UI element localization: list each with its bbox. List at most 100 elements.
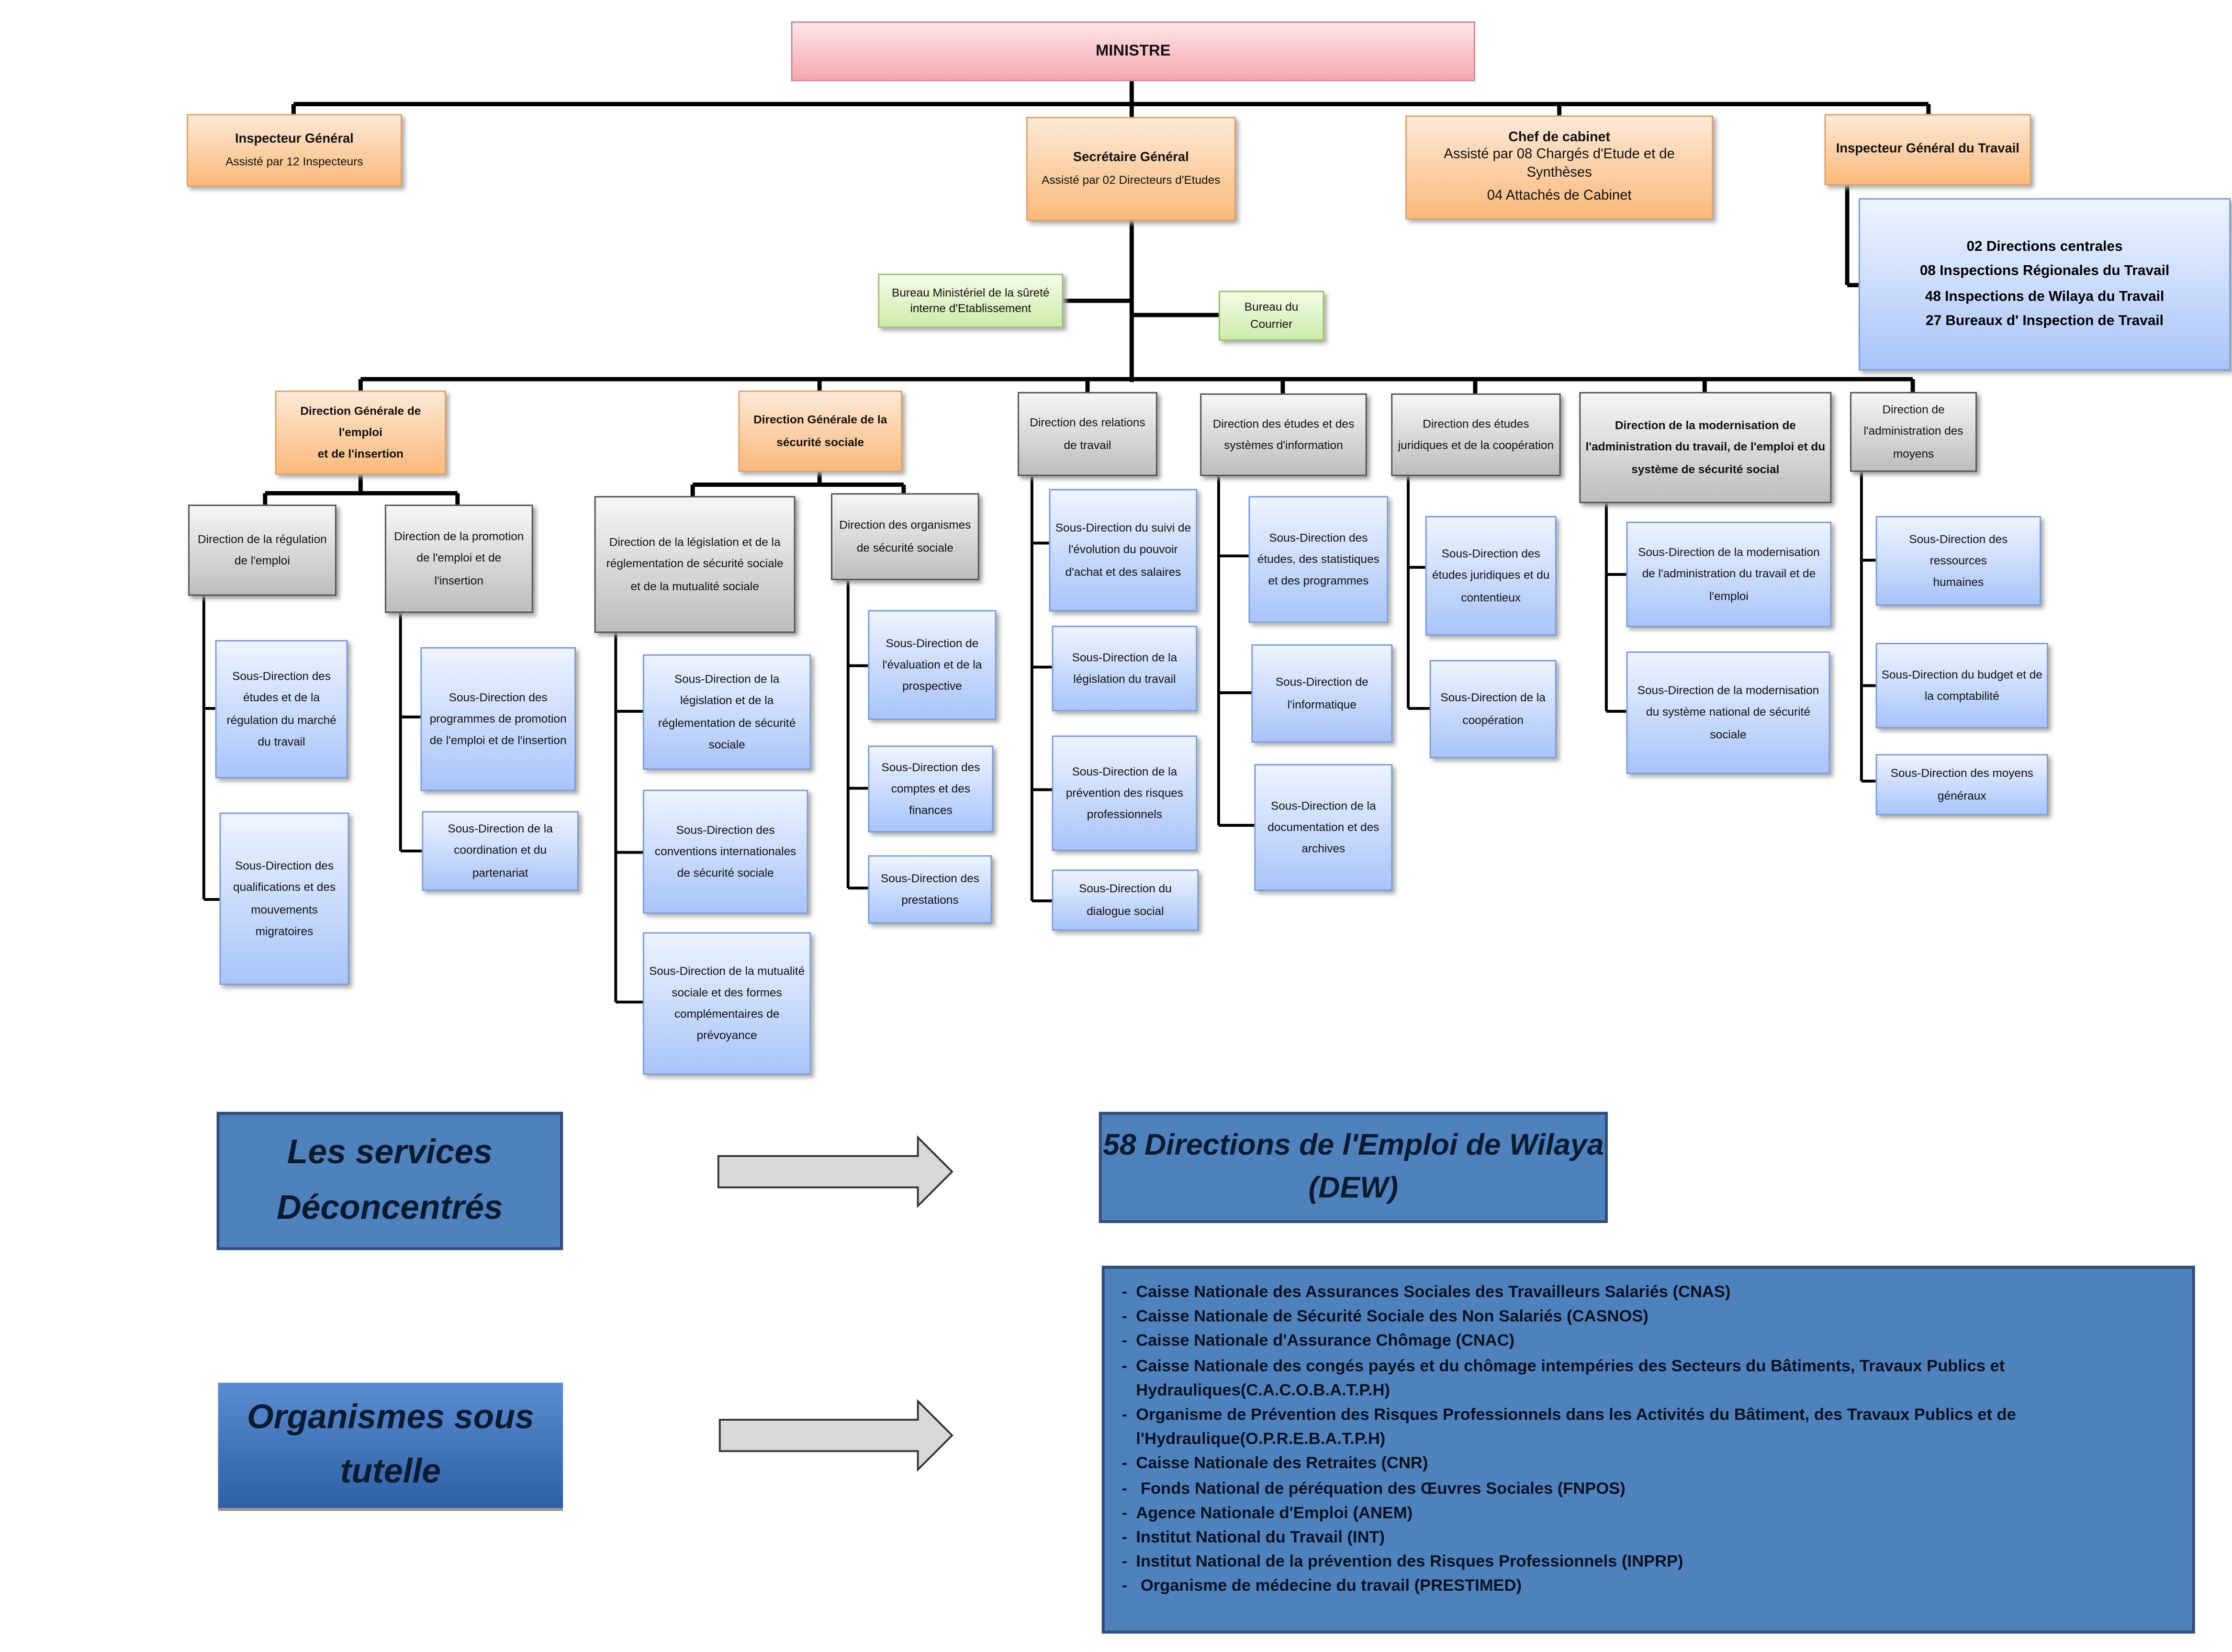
sd-comptes-label: Sous-Direction des comptes et des financ…	[881, 761, 980, 817]
inspecteur-travail-box: Inspecteur Général du Travail	[1824, 114, 2031, 186]
bureau-courrier-label: Bureau du Courrier	[1244, 301, 1299, 330]
bureau-surete-label: Bureau Ministériel de la sûreté interne …	[892, 286, 1050, 315]
secretaire-general-title: Secrétaire Général	[1073, 150, 1189, 165]
d-legislation-box: Direction de la législation et de la rég…	[594, 496, 796, 633]
sd-legislation-travail-label: Sous-Direction de la législation du trav…	[1072, 651, 1178, 686]
list-item: -Caisse Nationale des Assurances Sociale…	[1122, 1280, 2175, 1304]
d-administration-box: Direction de l'administration des moyens	[1850, 392, 1977, 472]
organismes-tutelle-box: Organismes sous tutelle	[218, 1382, 563, 1511]
organisme-name: Caisse Nationale des Retraites (CNR)	[1136, 1454, 1428, 1473]
list-item: -Organisme de Prévention des Risques Pro…	[1122, 1403, 2175, 1451]
sd-pouvoir-achat-box: Sous-Direction du suivi de l'évolution d…	[1049, 489, 1198, 612]
sd-qualifications-label: Sous-Direction des qualifications et des…	[233, 860, 336, 938]
sd-prestations-label: Sous-Direction des prestations	[880, 872, 979, 907]
d-promotion-label: Direction de la promotion de l'emploi et…	[394, 530, 524, 587]
d-administration-label: Direction de l'administration des moyens	[1863, 404, 1963, 460]
ministre-title: MINISTRE	[1096, 42, 1171, 60]
d-organismes-label: Direction des organismes de sécurité soc…	[839, 519, 971, 554]
sd-prevention-box: Sous-Direction de la prévention des risq…	[1052, 735, 1198, 851]
sd-ressources-label: Sous-Direction des ressources humaines	[1909, 532, 2008, 589]
chef-cabinet-box: Chef de cabinet Assisté par 08 Chargés d…	[1405, 115, 1714, 220]
sd-etudes-jur-label: Sous-Direction des études juridiques et …	[1432, 548, 1550, 604]
list-item: -Caisse Nationale d'Assurance Chômage (C…	[1122, 1329, 2175, 1353]
sd-ressources-box: Sous-Direction des ressources humaines	[1875, 516, 2041, 606]
list-item: -Caisse Nationale des Retraites (CNR)	[1122, 1452, 2175, 1476]
sd-cooperation-label: Sous-Direction de la coopération	[1440, 692, 1546, 727]
inspection-item: 48 Inspections de Wilaya du Travail	[1925, 288, 2165, 304]
inspecteur-travail-title: Inspecteur Général du Travail	[1836, 142, 2019, 157]
dew-label: 58 Directions de l'Emploi de Wilaya (DEW…	[1103, 1128, 1604, 1205]
d-modernisation-label: Direction de la modernisation de l'admin…	[1585, 419, 1826, 476]
d-organismes-box: Direction des organismes de sécurité soc…	[830, 493, 979, 580]
dg-emploi-label: Direction Générale de l'emploi et de l'i…	[300, 404, 421, 461]
sd-budget-label: Sous-Direction du budget et de la compta…	[1881, 668, 2042, 703]
secretaire-general-sub: Assisté par 02 Directeurs d'Etudes	[1042, 174, 1221, 188]
sd-moyens-box: Sous-Direction des moyens généraux	[1875, 754, 2048, 816]
chef-cabinet-sub2: 04 Attachés de Cabinet	[1487, 187, 1632, 203]
sd-modern-systeme-label: Sous-Direction de la modernisation du sy…	[1637, 684, 1819, 741]
d-etudes-si-box: Direction des études et des systèmes d'i…	[1200, 393, 1367, 476]
sd-qualifications-box: Sous-Direction des qualifications et des…	[219, 812, 349, 985]
sd-prestations-box: Sous-Direction des prestations	[868, 855, 992, 924]
d-modernisation-box: Direction de la modernisation de l'admin…	[1579, 392, 1832, 504]
sd-legislation-ss-box: Sous-Direction de la législation et de l…	[642, 654, 811, 770]
sd-etudes-jur-box: Sous-Direction des études juridiques et …	[1425, 516, 1557, 636]
organisme-name: Caisse Nationale d'Assurance Chômage (CN…	[1136, 1332, 1515, 1351]
organisme-name: Agence Nationale d'Emploi (ANEM)	[1136, 1503, 1413, 1522]
sd-etudes-stat-label: Sous-Direction des études, des statistiq…	[1257, 531, 1380, 588]
sd-coordination-box: Sous-Direction de la coordination et du …	[422, 811, 579, 891]
sd-dialogue-box: Sous-Direction du dialogue social	[1052, 869, 1199, 931]
sd-programmes-label: Sous-Direction des programmes de promoti…	[429, 691, 567, 747]
sd-dialogue-label: Sous-Direction du dialogue social	[1078, 883, 1172, 918]
inspection-item: 27 Bureaux d' Inspection de Travail	[1926, 314, 2164, 329]
sd-prevention-label: Sous-Direction de la prévention des risq…	[1066, 765, 1184, 821]
organisme-name: Organisme de médecine du travail (PRESTI…	[1136, 1577, 1522, 1596]
organisme-name: Institut National du Travail (INT)	[1136, 1528, 1385, 1547]
d-legislation-label: Direction de la législation et de la rég…	[606, 536, 784, 593]
chef-cabinet-title: Chef de cabinet	[1508, 129, 1610, 145]
organisme-name: Caisse Nationale de Sécurité Sociale des…	[1136, 1307, 1649, 1326]
d-regulation-label: Direction de la régulation de l'emploi	[198, 533, 327, 568]
organisme-name: Caisse Nationale des congés payés et du …	[1136, 1356, 2005, 1400]
ministre-box: MINISTRE	[791, 21, 1475, 81]
list-item: - Fonds National de péréquation des Œuvr…	[1122, 1476, 2175, 1501]
inspection-travail-list: 02 Directions centrales 08 Inspections R…	[1858, 198, 2231, 371]
secretaire-general-box: Secrétaire Général Assisté par 02 Direct…	[1026, 117, 1236, 221]
sd-modern-admin-label: Sous-Direction de la modernisation de l'…	[1638, 546, 1820, 603]
sd-modern-systeme-box: Sous-Direction de la modernisation du sy…	[1626, 651, 1830, 774]
sd-etudes-marche-label: Sous-Direction des études et de la régul…	[226, 670, 336, 748]
sd-moyens-label: Sous-Direction des moyens généraux	[1890, 767, 2033, 802]
sd-mutualite-label: Sous-Direction de la mutualité sociale e…	[649, 964, 805, 1043]
dew-box: 58 Directions de l'Emploi de Wilaya (DEW…	[1099, 1112, 1608, 1223]
sd-etudes-stat-box: Sous-Direction des études, des statistiq…	[1248, 496, 1389, 623]
d-relations-label: Direction des relations de travail	[1030, 416, 1145, 451]
sd-comptes-box: Sous-Direction des comptes et des financ…	[868, 745, 994, 832]
inspecteur-general-sub: Assisté par 12 Inspecteurs	[225, 156, 363, 169]
inspection-item: 02 Directions centrales	[1966, 238, 2123, 255]
organismes-list: -Caisse Nationale des Assurances Sociale…	[1101, 1266, 2195, 1634]
services-deconcentres-label: Les services Déconcentrés	[277, 1133, 503, 1227]
d-juridiques-box: Direction des études juridiques et de la…	[1391, 393, 1561, 476]
d-promotion-box: Direction de la promotion de l'emploi et…	[384, 505, 533, 613]
list-item: -Institut National de la prévention des …	[1122, 1550, 2175, 1574]
dg-securite-box: Direction Générale de la sécurité social…	[738, 390, 902, 472]
sd-modern-admin-box: Sous-Direction de la modernisation de l'…	[1626, 521, 1832, 628]
d-juridiques-label: Direction des études juridiques et de la…	[1398, 417, 1554, 452]
organisme-name: Institut National de la prévention des R…	[1136, 1552, 1683, 1572]
bureau-surete-box: Bureau Ministériel de la sûreté interne …	[878, 273, 1064, 328]
sd-conventions-label: Sous-Direction des conventions internati…	[654, 823, 796, 880]
sd-coordination-label: Sous-Direction de la coordination et du …	[448, 822, 553, 879]
dg-securite-label: Direction Générale de la sécurité social…	[753, 414, 887, 449]
d-regulation-box: Direction de la régulation de l'emploi	[188, 505, 336, 596]
chef-cabinet-sub1: Assisté par 08 Chargés d'Etude et de Syn…	[1444, 147, 1675, 181]
sd-legislation-ss-label: Sous-Direction de la législation et de l…	[658, 673, 796, 751]
arrow-icon	[717, 1135, 953, 1208]
sd-documentation-label: Sous-Direction de la documentation et de…	[1267, 799, 1380, 855]
list-item: -Agence Nationale d'Emploi (ANEM)	[1122, 1501, 2175, 1525]
sd-mutualite-box: Sous-Direction de la mutualité sociale e…	[642, 932, 811, 1075]
inspecteur-general-title: Inspecteur Général	[235, 132, 354, 146]
organisme-name: Caisse Nationale des Assurances Sociales…	[1136, 1282, 1731, 1302]
sd-informatique-label: Sous-Direction de l'informatique	[1275, 676, 1368, 711]
dg-emploi-box: Direction Générale de l'emploi et de l'i…	[275, 390, 447, 475]
